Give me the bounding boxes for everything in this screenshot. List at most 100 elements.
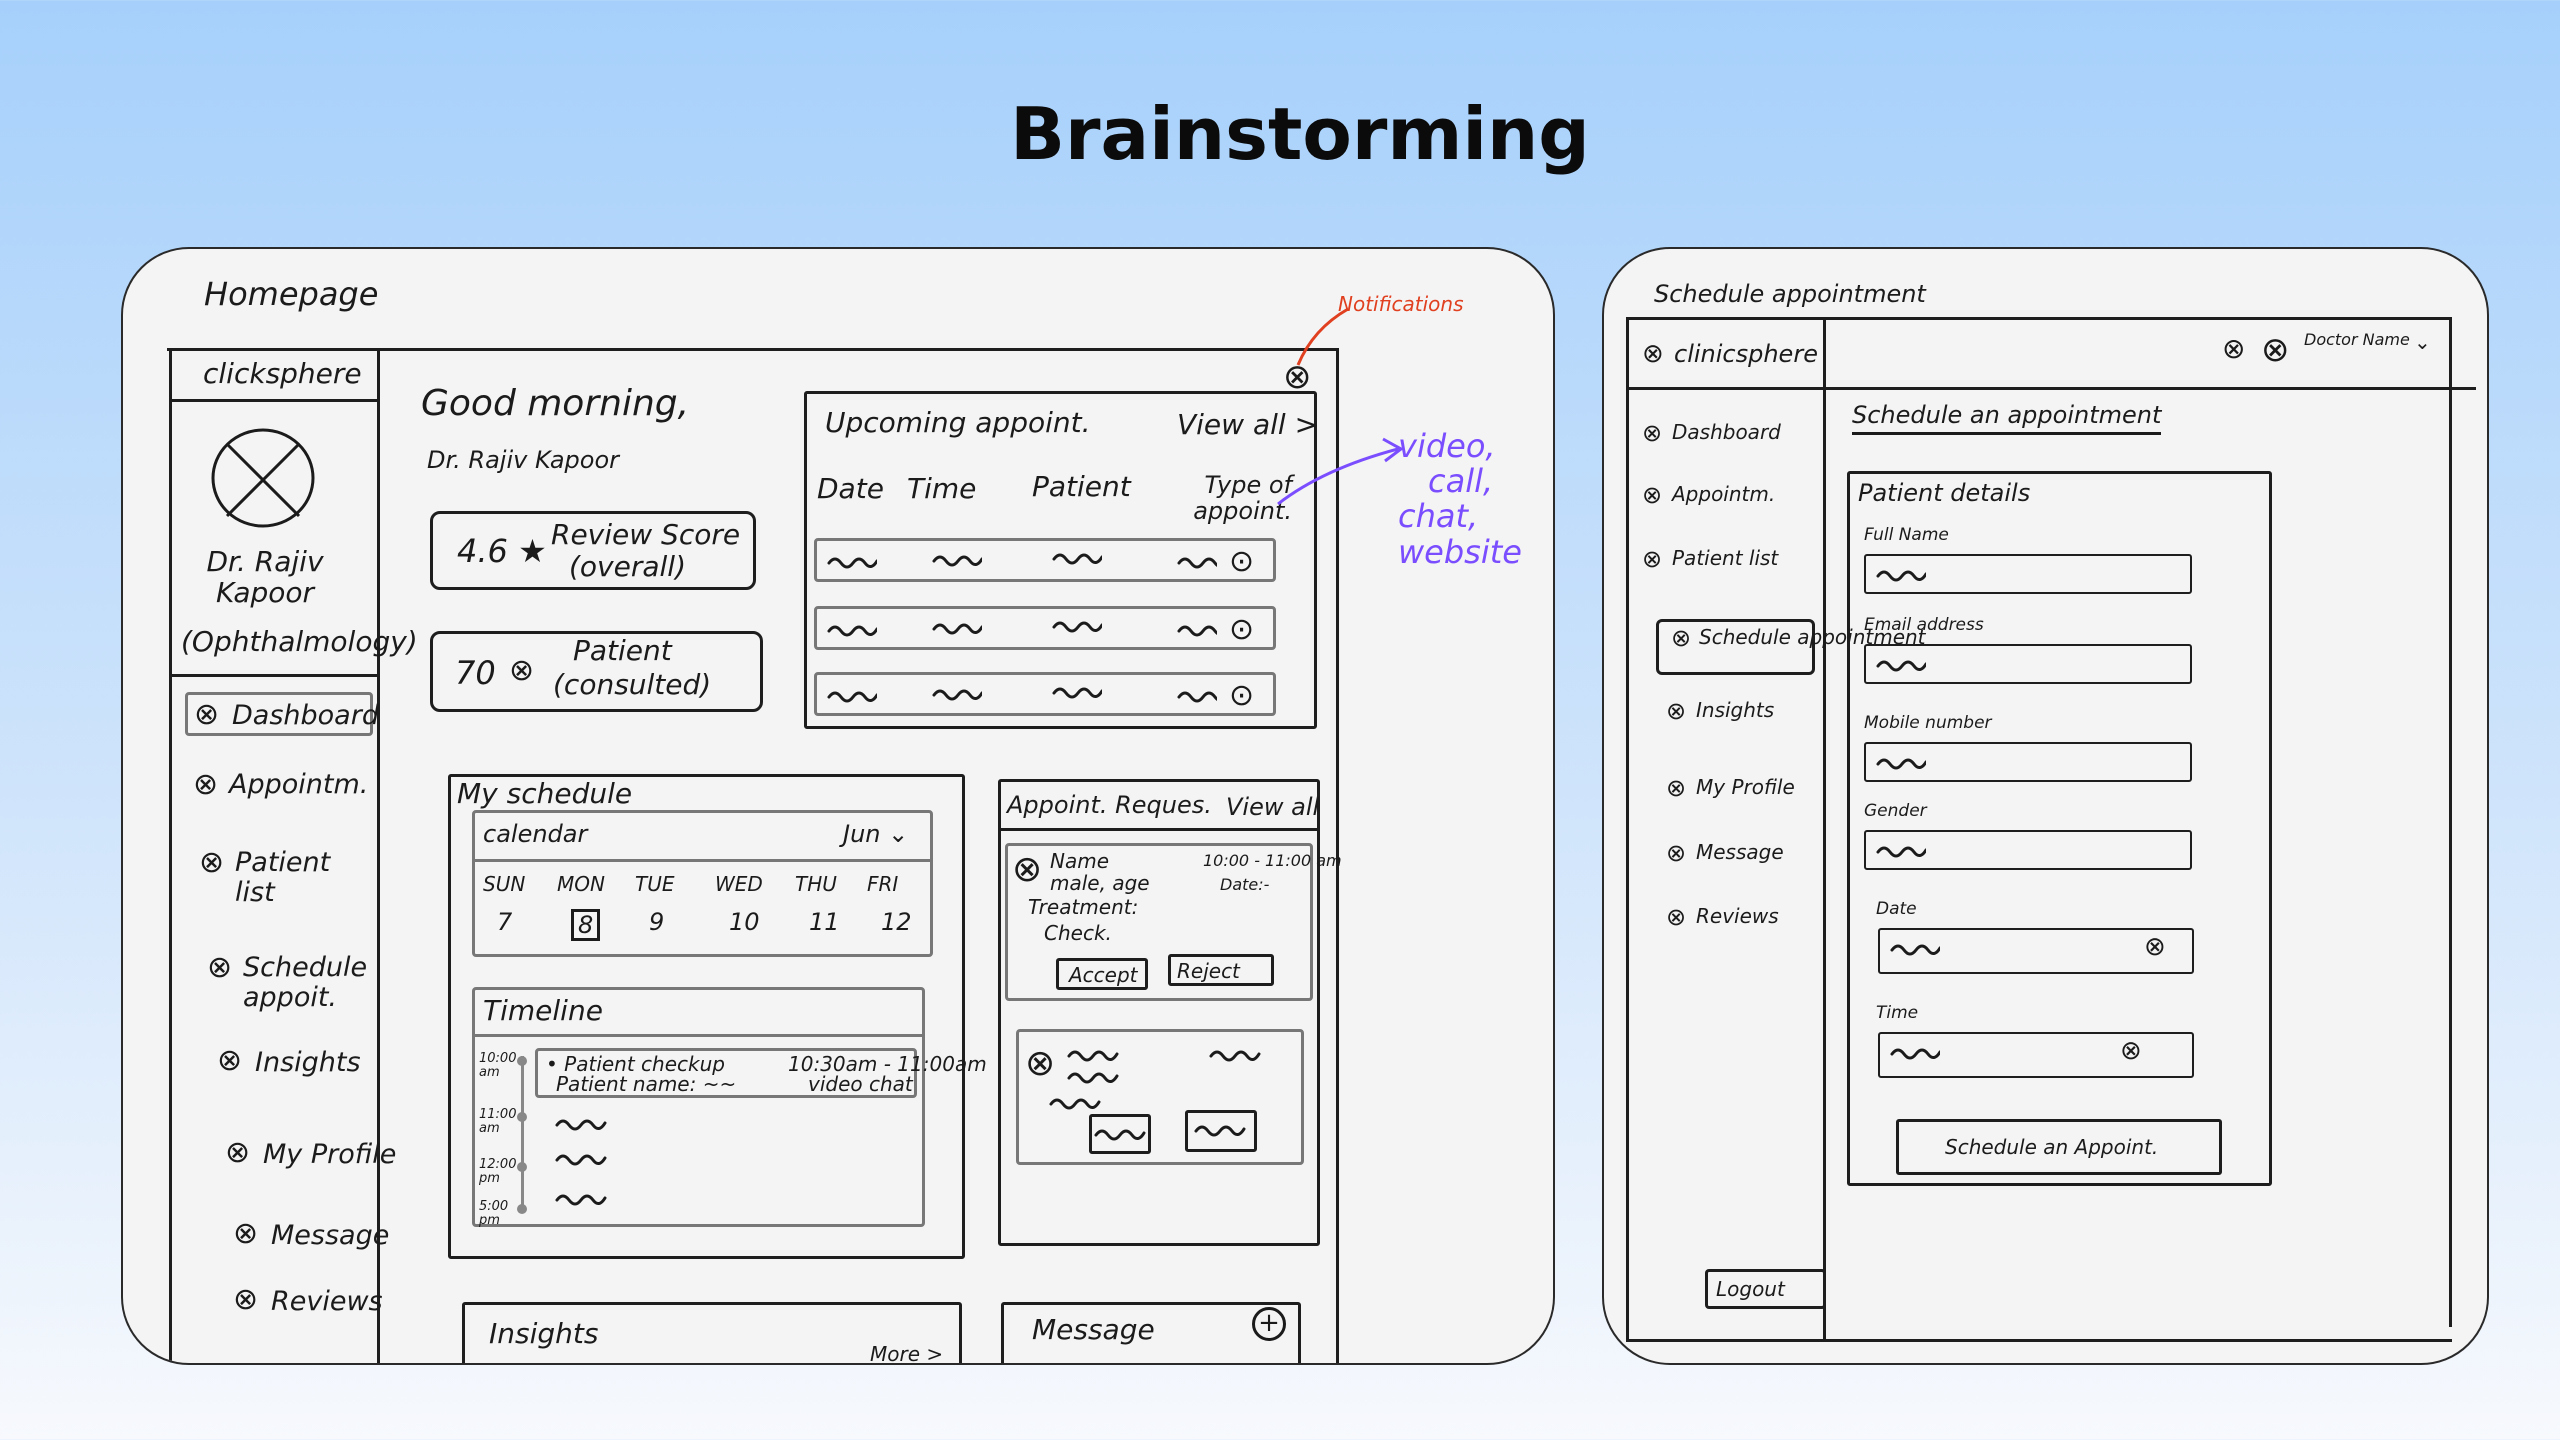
dashboard-icon: ⊗: [1642, 419, 1663, 447]
schedule-appointment-submit[interactable]: Schedule an Appoint.: [1896, 1119, 2222, 1175]
patient-avatar-icon: ⊗: [1025, 1043, 1056, 1084]
sidebar-item-schedule-appointment[interactable]: ⊗Schedule appointment: [1656, 619, 1926, 675]
reject-button[interactable]: Reject: [1168, 954, 1274, 986]
field-label: Mobile number: [1864, 713, 1992, 733]
dashboard-icon: ⊗: [194, 697, 220, 732]
calendar-day-label: WED: [715, 872, 763, 896]
email-address-input[interactable]: [1864, 644, 2192, 684]
appointment-type-annotation: video, call, chat, website: [1398, 427, 1522, 571]
add-message-button[interactable]: +: [1252, 1307, 1286, 1341]
more-link[interactable]: More >: [870, 1342, 944, 1365]
annotation-arrow: [1296, 307, 1349, 366]
open-appointment-icon[interactable]: ⊙: [1229, 544, 1255, 579]
sidebar-item-my-profile[interactable]: ⊗ My Profile: [225, 1135, 397, 1170]
sidebar-item-patient-list[interactable]: ⊗Patient list: [1642, 545, 1779, 573]
mobile-number-input[interactable]: [1864, 742, 2192, 782]
notification-icon[interactable]: ⊗: [1283, 357, 1312, 397]
sidebar-item-reviews[interactable]: ⊗Reviews: [1666, 903, 1779, 931]
patient-list-icon: ⊗: [199, 845, 225, 880]
timeline-time: 12:00 pm: [479, 1157, 517, 1187]
sketch-label: Homepage: [204, 275, 379, 313]
message-panel: Message +: [1001, 1302, 1301, 1363]
appointment-row[interactable]: ⊙: [814, 538, 1276, 582]
timeline-time: 10:00 am: [479, 1051, 517, 1081]
sidebar-item-message[interactable]: ⊗ Message: [233, 1216, 390, 1251]
panel-title: My schedule: [457, 777, 633, 810]
appointment-requests-panel: Appoint. Reques. View all: [998, 779, 1320, 1246]
reject-button[interactable]: [1185, 1110, 1257, 1152]
timeline-event[interactable]: • Patient checkup Patient name: ~~ 10:30…: [535, 1048, 987, 1098]
field-label: Date: [1876, 899, 1917, 919]
reviews-icon: ⊗: [1666, 903, 1687, 931]
patient-icon: ⊗: [509, 653, 535, 688]
my-schedule-panel: My schedule: [448, 774, 965, 1259]
avatar-placeholder-icon: [211, 428, 315, 528]
timeline-dot: [517, 1112, 527, 1122]
calendar-date[interactable]: 9: [649, 908, 665, 936]
sidebar-item-dashboard[interactable]: ⊗Dashboard: [1642, 419, 1781, 447]
brand-logo: clicksphere: [203, 357, 362, 390]
panel-title: Upcoming appoint.: [825, 406, 1091, 439]
open-appointment-icon[interactable]: ⊙: [1229, 612, 1255, 647]
calendar-day-label: SUN: [483, 872, 526, 896]
sidebar-item-appointm[interactable]: ⊗Appointm.: [1642, 481, 1776, 509]
sidebar-item-insights[interactable]: ⊗ Insights: [217, 1043, 361, 1078]
view-all-link[interactable]: View all >: [1177, 408, 1319, 441]
insights-icon: ⊗: [217, 1043, 243, 1078]
notification-icon[interactable]: ⊗: [2222, 332, 2246, 365]
appointment-row[interactable]: ⊙: [814, 606, 1276, 650]
calendar-day-label: TUE: [635, 872, 675, 896]
logout-button[interactable]: Logout: [1705, 1269, 1826, 1309]
brand-icon: ⊗: [1642, 339, 1664, 369]
calendar-day-label: FRI: [867, 872, 899, 896]
greeting-name: Dr. Rajiv Kapoor: [427, 446, 620, 474]
column-header: Time: [907, 472, 977, 505]
date-input[interactable]: ⊗: [1878, 928, 2194, 974]
sketch-label: Schedule appointment: [1654, 280, 1926, 308]
column-header: Patient: [1032, 470, 1131, 503]
panel-title: Appoint. Reques.: [1007, 791, 1212, 819]
notification-annotation: Notifications: [1338, 292, 1464, 316]
appointments-icon: ⊗: [193, 767, 219, 802]
calendar-date-selected[interactable]: 8: [571, 909, 601, 942]
calendar-icon[interactable]: ⊗: [2144, 932, 2166, 962]
upcoming-appointments-panel: Upcoming appoint. View all > Date Time P…: [804, 391, 1319, 729]
calendar-date[interactable]: 7: [497, 908, 513, 936]
sidebar-item-schedule[interactable]: ⊗ Schedule appoit.: [207, 950, 368, 1013]
calendar-date[interactable]: 12: [881, 908, 912, 936]
sidebar-item-appointments[interactable]: ⊗ Appointm.: [193, 767, 369, 802]
patient-avatar-icon: ⊗: [1012, 849, 1043, 890]
view-all-link[interactable]: View all: [1226, 793, 1320, 821]
insights-panel: Insights More >: [462, 1302, 962, 1365]
request-card: ⊗: [1016, 1029, 1304, 1165]
chevron-down-icon: ⌄: [2414, 330, 2431, 354]
sidebar-item-patient-list[interactable]: ⊗ Patient list: [199, 845, 331, 908]
sidebar-item-dashboard[interactable]: ⊗ Dashboard: [185, 692, 379, 736]
brand-logo: clinicsphere: [1674, 340, 1818, 368]
user-avatar-icon[interactable]: ⊗: [2261, 330, 2290, 370]
patient-list-icon: ⊗: [1642, 545, 1663, 573]
message-icon: ⊗: [233, 1216, 259, 1251]
slide-title: Brainstorming: [1010, 92, 1590, 176]
sidebar-item-reviews[interactable]: ⊗ Reviews: [233, 1282, 383, 1317]
timeline-time: 11:00 am: [479, 1107, 517, 1137]
sidebar-item-my-profile[interactable]: ⊗My Profile: [1666, 774, 1795, 802]
accept-button[interactable]: [1089, 1114, 1151, 1154]
gender-input[interactable]: [1864, 830, 2192, 870]
time-input[interactable]: ⊗: [1878, 1032, 2194, 1078]
greeting: Good morning,: [421, 383, 690, 424]
sidebar-item-message[interactable]: ⊗Message: [1666, 839, 1784, 867]
calendar-date[interactable]: 11: [809, 908, 840, 936]
appointment-row[interactable]: ⊙: [814, 672, 1276, 716]
clock-icon[interactable]: ⊗: [2120, 1036, 2142, 1066]
sidebar-item-insights[interactable]: ⊗Insights: [1666, 697, 1775, 725]
panel-title: Message: [1032, 1313, 1155, 1346]
homepage-sketch-card: Homepage clicksphere Dr. Rajiv Kapoor (O…: [121, 247, 1555, 1365]
user-menu[interactable]: Doctor Name ⌄: [2304, 330, 2431, 354]
open-appointment-icon[interactable]: ⊙: [1229, 678, 1255, 713]
accept-button[interactable]: Accept: [1056, 958, 1148, 990]
month-dropdown[interactable]: Jun ⌄: [843, 820, 909, 848]
calendar-date[interactable]: 10: [729, 908, 760, 936]
full-name-input[interactable]: [1864, 554, 2192, 594]
